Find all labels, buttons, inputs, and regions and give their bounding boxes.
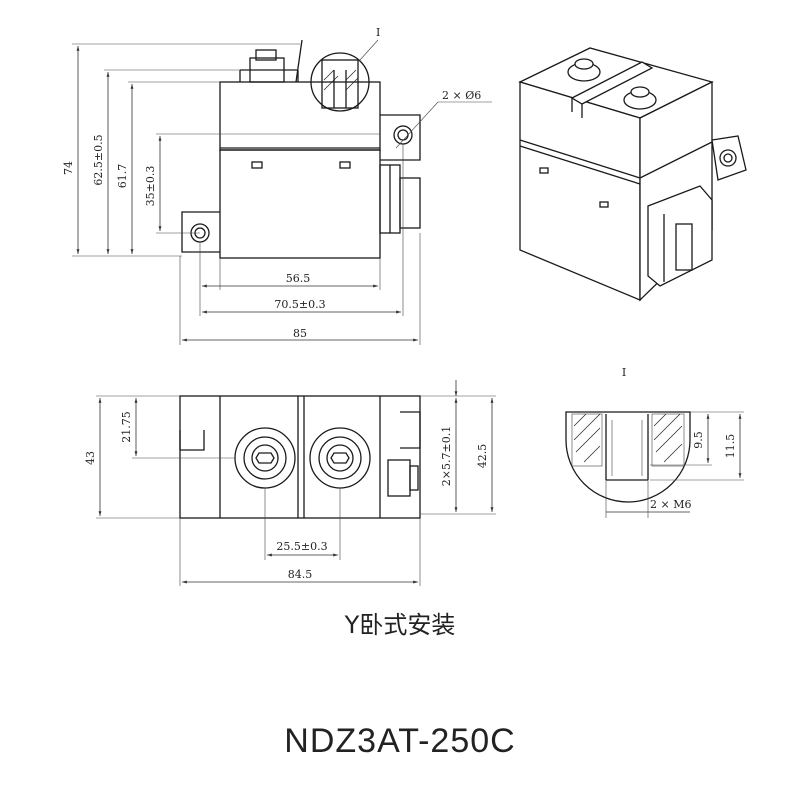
detail-label: I (622, 366, 626, 379)
dim-width-holes: 70.5±0.3 (274, 298, 325, 311)
dim-detail-depth-thread: 9.5 (692, 431, 705, 449)
model-number: NDZ3AT-250C (284, 722, 516, 760)
callout-hole-diameter: 2 × Ø6 (442, 89, 481, 102)
mounting-caption: Y卧式安装 (344, 611, 456, 639)
top-view: 43 21.75 2×5.7±0.1 42.5 25.5±0.3 84.5 (84, 380, 496, 586)
dim-top-height-right: 42.5 (476, 444, 489, 469)
front-view: 74 62.5±0.5 61.7 35±0.3 56.5 70.5±0.3 85… (62, 26, 492, 345)
callout-detail-i: I (376, 26, 380, 39)
dim-width-overall: 85 (293, 327, 307, 340)
dim-detail-depth-total: 11.5 (724, 434, 737, 459)
dim-height-bracket: 35±0.3 (144, 166, 157, 207)
isometric-view (518, 47, 747, 302)
dim-detail-thread: 2 × M6 (650, 498, 691, 511)
dim-height-overall: 74 (62, 161, 75, 175)
dim-top-height-overall: 43 (84, 451, 97, 465)
dim-top-offset-slot: 2×5.7±0.1 (440, 426, 453, 486)
dim-top-offset-left: 21.75 (120, 411, 133, 443)
dim-height-body: 61.7 (116, 164, 129, 189)
dim-width-body: 56.5 (286, 272, 311, 285)
dim-top-width-overall: 84.5 (288, 568, 313, 581)
detail-view: I 9.5 11.5 2 × M6 (565, 366, 744, 518)
dim-height-mid: 62.5±0.5 (92, 134, 105, 185)
dim-terminal-spacing: 25.5±0.3 (276, 540, 327, 553)
